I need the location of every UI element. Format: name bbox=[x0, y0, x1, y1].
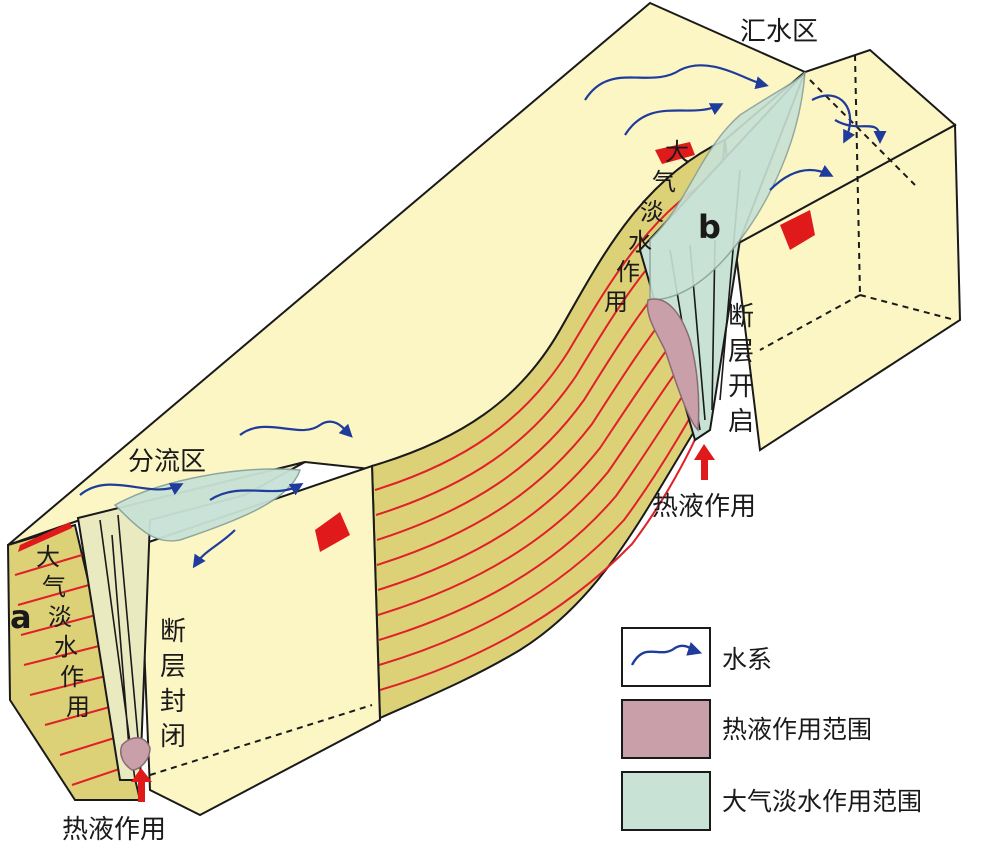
meteoric-swatch bbox=[621, 771, 711, 831]
water-flows bbox=[79, 64, 887, 569]
label-b: b bbox=[698, 208, 721, 246]
legend-item-water: 水系 bbox=[621, 627, 772, 687]
left-hydrothermal-zone bbox=[120, 737, 151, 771]
svg-text:水: 水 bbox=[54, 633, 78, 661]
label-a: a bbox=[10, 598, 32, 636]
right-fault-arrow bbox=[655, 142, 695, 164]
svg-text:淡: 淡 bbox=[48, 603, 72, 631]
left-meteoric-zone bbox=[113, 468, 302, 542]
right-block-arrow bbox=[780, 210, 815, 250]
svg-text:大气淡水作用范围: 大气淡水作用范围 bbox=[722, 787, 922, 816]
svg-text:闭: 闭 bbox=[160, 722, 186, 752]
hydrothermal-swatch bbox=[621, 699, 711, 759]
right-hydrothermal-zone bbox=[646, 298, 700, 432]
svg-text:大: 大 bbox=[36, 543, 60, 571]
svg-text:热液作用范围: 热液作用范围 bbox=[722, 715, 872, 744]
svg-text:层: 层 bbox=[728, 337, 754, 367]
label-hui-shui-qu: 汇水区 bbox=[740, 17, 818, 47]
label-hydro-right: 热液作用 bbox=[652, 492, 756, 522]
legend-item-hydrothermal: 热液作用范围 bbox=[621, 699, 872, 759]
svg-text:断: 断 bbox=[160, 617, 186, 647]
svg-text:水: 水 bbox=[628, 228, 652, 256]
svg-text:启: 启 bbox=[728, 407, 754, 437]
svg-text:气: 气 bbox=[652, 168, 676, 196]
left-block-arrow bbox=[315, 512, 350, 552]
svg-text:层: 层 bbox=[160, 652, 186, 682]
svg-text:气: 气 bbox=[42, 573, 66, 601]
svg-text:作: 作 bbox=[616, 258, 640, 286]
right-meteoric-zone bbox=[649, 71, 806, 301]
svg-text:大: 大 bbox=[665, 138, 689, 166]
legend: 水系 热液作用范围 大气淡水作用范围 bbox=[621, 627, 922, 831]
svg-text:断: 断 bbox=[728, 302, 754, 332]
right-hidden-edges bbox=[759, 54, 956, 351]
svg-text:封: 封 bbox=[160, 687, 186, 717]
svg-text:用: 用 bbox=[66, 693, 90, 721]
vertical-meteoric-a: 大 气 淡 水 作 用 bbox=[36, 543, 90, 721]
svg-text:淡: 淡 bbox=[640, 198, 664, 226]
svg-text:用: 用 bbox=[604, 288, 628, 316]
water-system-icon bbox=[630, 641, 703, 666]
label-fen-liu-qu: 分流区 bbox=[128, 447, 206, 477]
hydro-arrow-left bbox=[131, 768, 152, 802]
vertical-fault-open: 断 层 开 启 bbox=[728, 302, 754, 437]
vertical-fault-sealed: 断 层 封 闭 bbox=[160, 617, 186, 752]
label-hydro-left: 热液作用 bbox=[62, 815, 166, 845]
svg-text:作: 作 bbox=[60, 663, 84, 691]
svg-text:开: 开 bbox=[728, 372, 754, 402]
vertical-meteoric-b: 大 气 淡 水 作 用 bbox=[604, 138, 689, 316]
left-fault-arrow bbox=[18, 522, 72, 552]
hydro-arrow-right bbox=[694, 444, 715, 480]
legend-item-meteoric: 大气淡水作用范围 bbox=[621, 771, 922, 831]
left-hidden-edge bbox=[149, 704, 373, 776]
left-fault-lines bbox=[99, 514, 141, 781]
svg-text:水系: 水系 bbox=[722, 645, 772, 674]
